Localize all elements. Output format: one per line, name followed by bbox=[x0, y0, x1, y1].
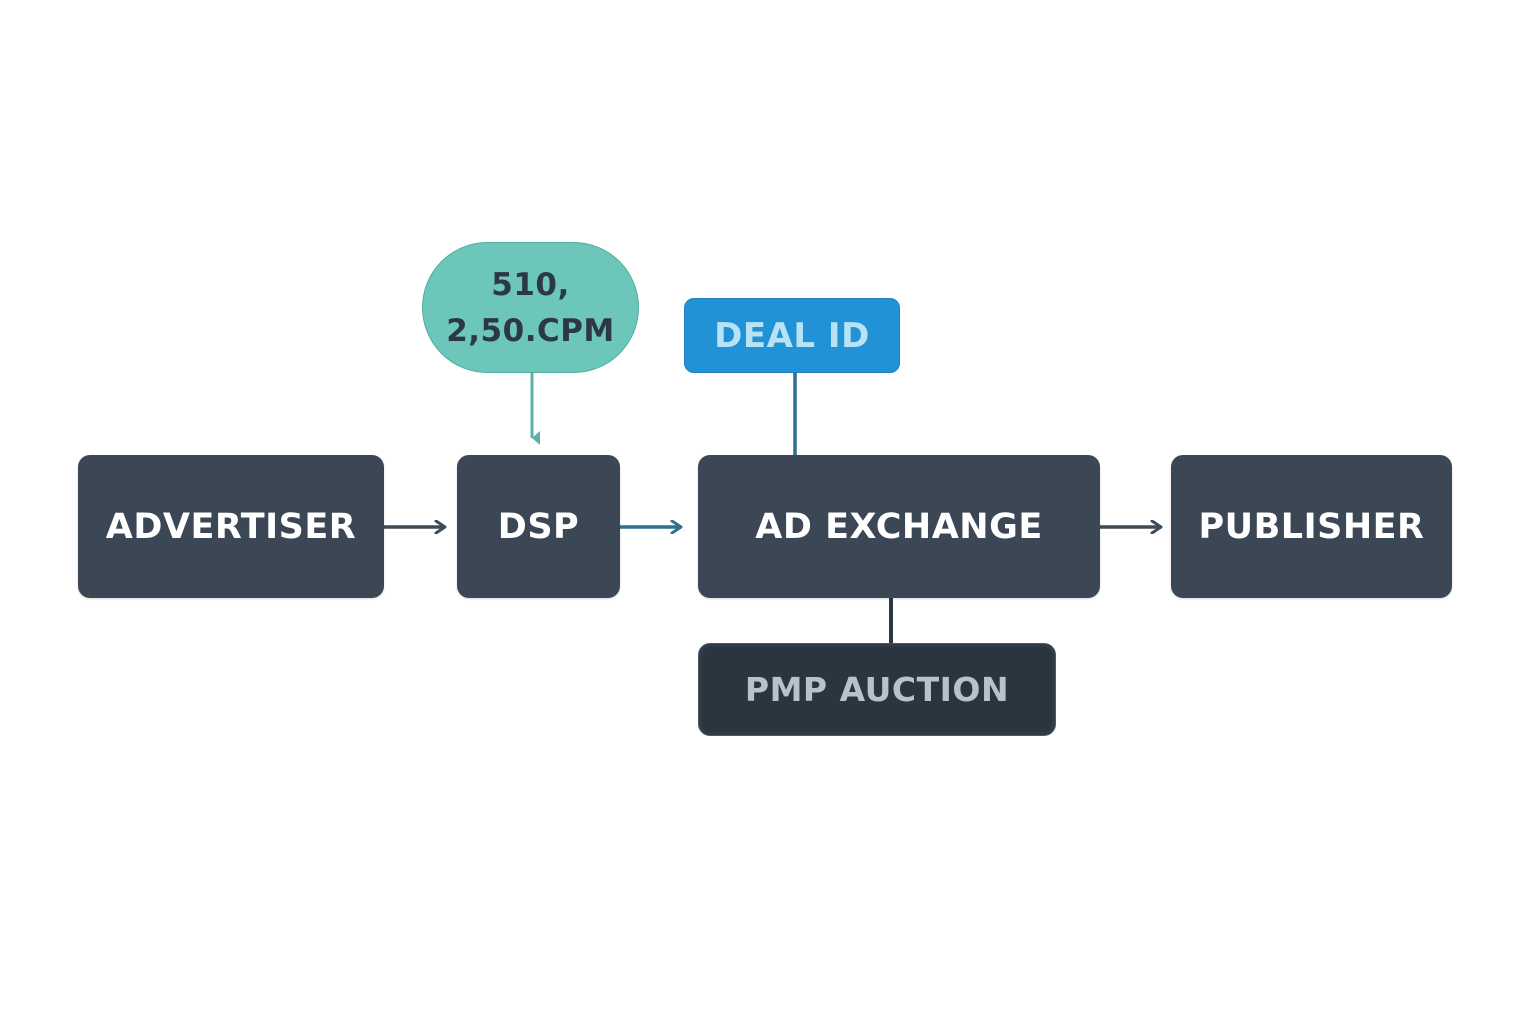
bid-price-line-1: 510, bbox=[491, 266, 570, 303]
bid-price-bubble: 510, 2,50.CPM bbox=[422, 242, 639, 373]
deal-id-label: DEAL ID bbox=[714, 315, 870, 356]
dsp-label: DSP bbox=[497, 506, 580, 547]
bid-price-line-2: 2,50.CPM bbox=[446, 312, 615, 349]
advertiser-label: ADVERTISER bbox=[105, 506, 357, 547]
advertiser-node: ADVERTISER bbox=[78, 455, 384, 598]
pmp-auction-node: PMP AUCTION bbox=[698, 643, 1056, 736]
publisher-node: PUBLISHER bbox=[1171, 455, 1452, 598]
ad-exchange-node: AD EXCHANGE bbox=[698, 455, 1100, 598]
publisher-label: PUBLISHER bbox=[1198, 506, 1425, 547]
dsp-node: DSP bbox=[457, 455, 620, 598]
ad-exchange-label: AD EXCHANGE bbox=[755, 506, 1043, 547]
deal-id-node: DEAL ID bbox=[684, 298, 900, 373]
pmp-auction-label: PMP AUCTION bbox=[744, 670, 1010, 709]
